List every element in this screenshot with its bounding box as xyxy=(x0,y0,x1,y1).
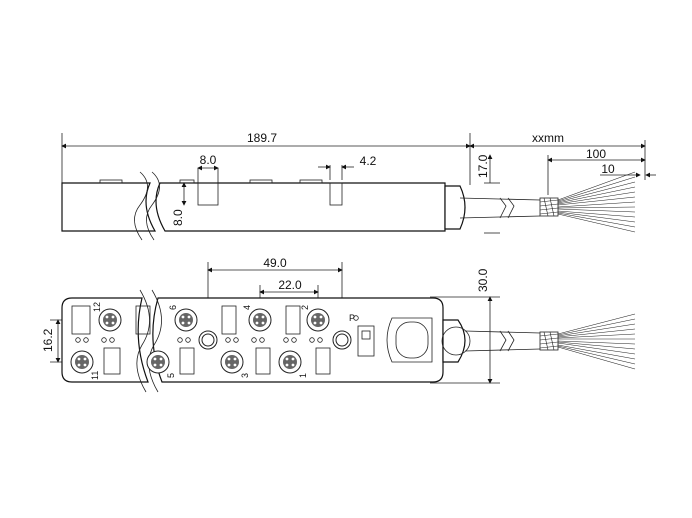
dim-slot-width: 8.0 xyxy=(200,153,217,167)
port-label-3: 3 xyxy=(240,373,250,378)
port-label-4: 4 xyxy=(242,305,252,310)
port-12 xyxy=(98,308,122,332)
port-label-5: 5 xyxy=(166,373,176,378)
port-label-1: 1 xyxy=(298,373,308,378)
side-view: 189.7 xxmm 100 10 17.0 8.0 4.2 xyxy=(61,131,656,241)
dim-port-pitch: 22.0 xyxy=(278,278,302,292)
dim-row-pitch: 16.2 xyxy=(41,328,55,352)
port-3 xyxy=(220,350,244,374)
dim-slot-offset: 4.2 xyxy=(360,154,377,168)
top-view: 49.0 22.0 30.0 16.2 xyxy=(41,256,636,393)
dim-height-side: 17.0 xyxy=(476,154,490,178)
port-label-2: 2 xyxy=(300,305,310,310)
dim-cable-length: xxmm xyxy=(532,131,564,145)
port-4 xyxy=(248,308,272,332)
indicator-label: P xyxy=(349,313,355,323)
port-6 xyxy=(174,308,198,332)
dim-total-length: 189.7 xyxy=(247,131,277,145)
port-label-11: 11 xyxy=(90,371,100,380)
port-2 xyxy=(306,308,330,332)
dim-wire-end: 10 xyxy=(601,162,615,176)
dim-body-width: 30.0 xyxy=(476,268,490,292)
mounting-hole-right xyxy=(332,330,352,350)
port-label-6: 6 xyxy=(168,305,178,310)
port-11 xyxy=(70,350,94,374)
mounting-hole-left xyxy=(198,330,218,350)
dim-strip-length: 100 xyxy=(586,147,606,161)
port-1 xyxy=(278,350,302,374)
dim-depth: 8.0 xyxy=(171,209,185,226)
dim-hole-pitch: 49.0 xyxy=(263,256,287,270)
port-label-12: 12 xyxy=(92,302,102,312)
port-5 xyxy=(146,350,170,374)
